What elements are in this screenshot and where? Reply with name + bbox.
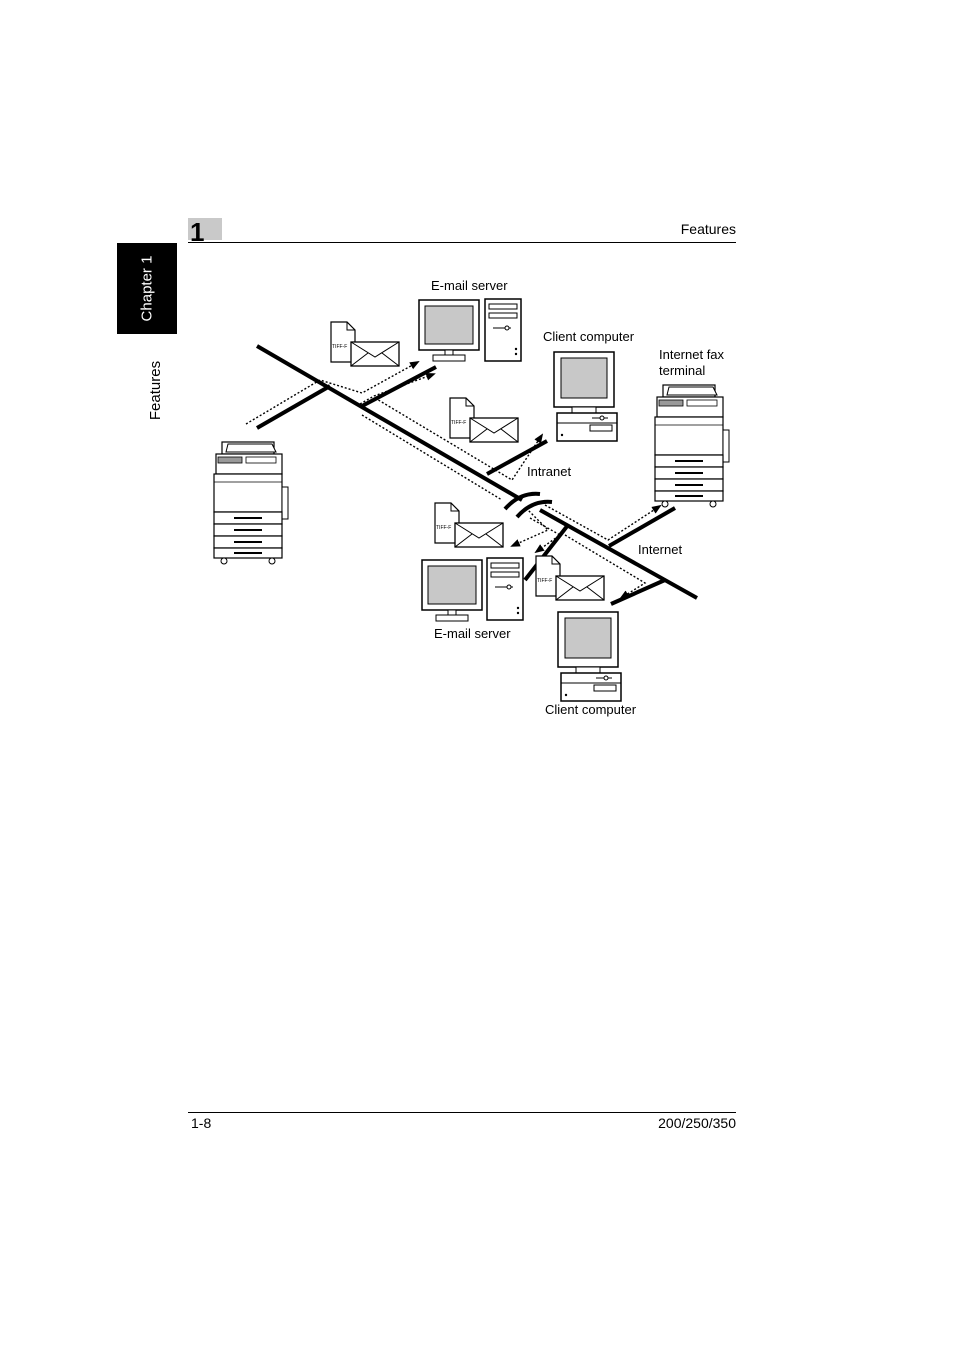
- chapter-number: 1: [190, 217, 205, 247]
- label-internet: Internet: [638, 542, 682, 557]
- email-server-top-tower-icon: [484, 298, 522, 362]
- transmission-paths: [245, 361, 662, 600]
- chapter-number-box: [188, 218, 222, 240]
- mail-attachment-icon: TIFF-F: [535, 555, 605, 601]
- svg-text:TIFF-F: TIFF-F: [537, 578, 552, 584]
- client-computer-bottom-icon: [557, 611, 622, 702]
- email-server-bottom-tower-icon: [486, 557, 524, 621]
- sending-mfp-icon: [213, 441, 289, 565]
- email-server-bottom-monitor-icon: [421, 559, 483, 622]
- email-server-top-monitor-icon: [418, 299, 480, 362]
- label-internet-fax-line1: Internet fax: [659, 347, 725, 362]
- svg-text:TIFF-F: TIFF-F: [436, 525, 451, 531]
- label-client-computer-top: Client computer: [543, 329, 635, 344]
- header-rule: [188, 242, 736, 243]
- footer-rule: [188, 1112, 736, 1113]
- network-backbone: [255, 344, 698, 606]
- header-section-title: Features: [680, 221, 736, 237]
- label-email-server-top: E-mail server: [431, 278, 508, 293]
- svg-text:TIFF-F: TIFF-F: [332, 344, 347, 350]
- label-email-server-bottom: E-mail server: [434, 626, 511, 641]
- mail-attachment-icon: TIFF-F: [449, 397, 519, 443]
- label-intranet: Intranet: [527, 464, 571, 479]
- svg-text:TIFF-F: TIFF-F: [451, 420, 466, 426]
- mail-attachment-icon: TIFF-F: [330, 321, 400, 367]
- chapter-side-tab: [117, 243, 177, 334]
- footer-page-number: 1-8: [191, 1115, 212, 1131]
- internet-fax-terminal-icon: [654, 384, 730, 508]
- label-client-computer-bottom: Client computer: [545, 702, 637, 717]
- client-computer-top-icon: [553, 351, 618, 442]
- label-internet-fax-line2: terminal: [659, 363, 705, 378]
- mail-attachment-icon: TIFF-F: [434, 502, 504, 548]
- footer-model-numbers: 200/250/350: [658, 1115, 736, 1131]
